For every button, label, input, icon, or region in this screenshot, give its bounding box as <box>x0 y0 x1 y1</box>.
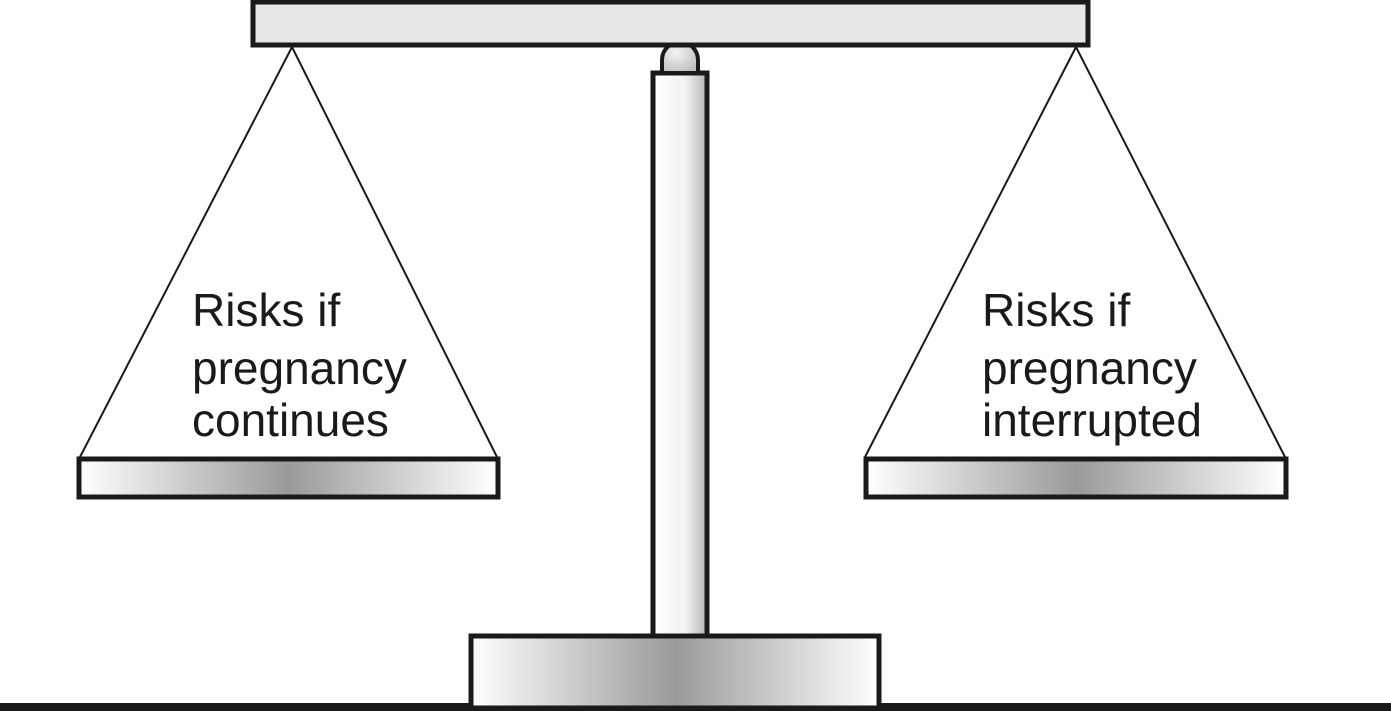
right-pan-strings <box>864 46 1286 458</box>
left-pan-label-line: continues <box>192 394 389 446</box>
right-pan-label: Risks if pregnancy interrupted <box>982 284 1210 446</box>
right-pan-label-line: interrupted <box>982 394 1202 446</box>
left-pan-strings <box>79 46 498 458</box>
left-pan-label: Risks if pregnancy continues <box>192 284 420 446</box>
right-pan-label-line: Risks if <box>982 284 1130 336</box>
left-pan-label-line: pregnancy <box>192 342 407 394</box>
left-pan-label-line: Risks if <box>192 284 340 336</box>
right-pan-label-line: pregnancy <box>982 342 1197 394</box>
scale-pillar <box>650 70 710 639</box>
scale-beam <box>250 0 1091 48</box>
left-pan <box>76 456 501 500</box>
right-pan <box>863 456 1289 500</box>
scale-base <box>468 633 882 711</box>
